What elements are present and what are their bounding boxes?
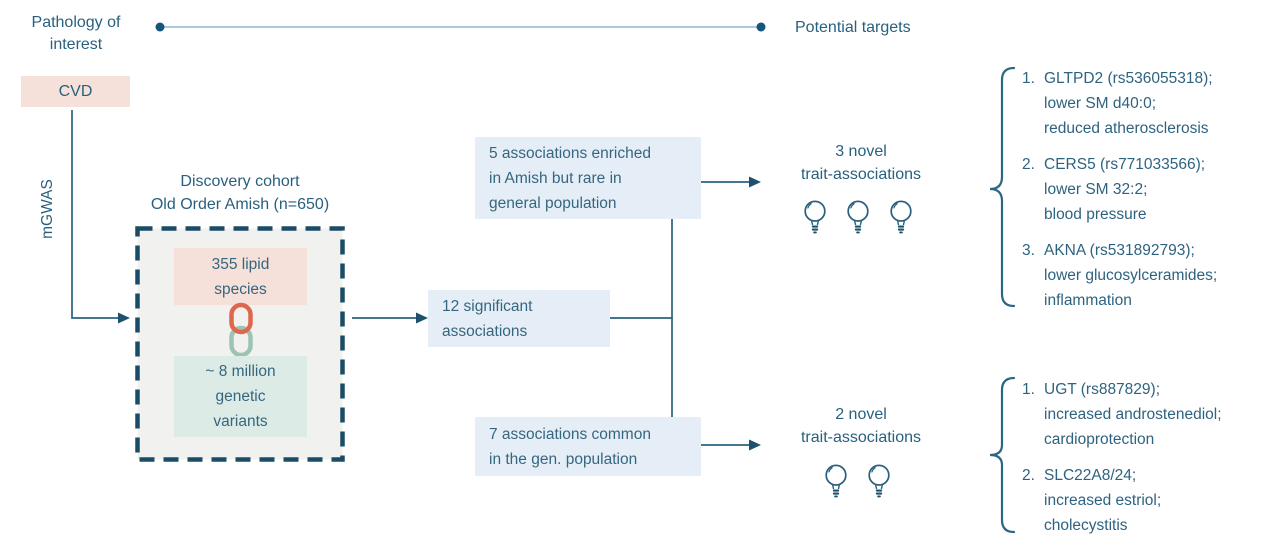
mgwas-label: mGWAS [39, 179, 56, 239]
lightbulb-icon [804, 200, 826, 234]
arrowhead-enriched-to-novel-top [749, 176, 761, 188]
significant-associations-box: 12 significant associations [428, 290, 610, 347]
lightbulb-icon [868, 464, 890, 498]
cohort-title: Discovery cohort Old Order Amish (n=650) [150, 173, 330, 213]
novel-top-label: 3 novel trait-associations [800, 143, 922, 183]
potential-targets-label: Potential targets [795, 19, 911, 36]
lightbulb-icon [847, 200, 869, 234]
brace-bottom-icon [989, 376, 1016, 534]
list-item: 3. AKNA (rs531892793); lower glucosylcer… [1022, 242, 1218, 309]
lightbulb-group-bottom [823, 463, 892, 503]
lipid-species-box: 355 lipid species [174, 248, 307, 305]
timeline-dot-right [756, 22, 766, 32]
lightbulb-group-top [802, 199, 914, 239]
list-item: 2. SLC22A8/24; increased estriol; cholec… [1022, 467, 1162, 534]
lightbulb-icon [825, 464, 847, 498]
list-item: 1. GLTPD2 (rs536055318); lower SM d40:0;… [1022, 70, 1213, 137]
genetic-variants-box: ~ 8 million genetic variants [174, 356, 307, 437]
list-item: 2. CERS5 (rs771033566); lower SM 32:2; b… [1022, 156, 1206, 223]
novel-bottom-label: 2 novel trait-associations [800, 406, 922, 446]
arrowhead-cvd-to-cohort [118, 312, 130, 324]
cvd-box: CVD [21, 76, 130, 107]
common-associations-box: 7 associations common in the gen. popula… [475, 417, 701, 476]
arrowhead-common-to-novel-bottom [749, 439, 761, 451]
arrowhead-cohort-to-significant [416, 312, 428, 324]
chain-link-icon [229, 302, 253, 358]
timeline-dot-left [155, 22, 165, 32]
target-list-top: 1. GLTPD2 (rs536055318); lower SM d40:0;… [1022, 66, 1280, 313]
lightbulb-icon [890, 200, 912, 234]
brace-top-icon [989, 66, 1016, 308]
list-item: 1. UGT (rs887829); increased androstened… [1022, 381, 1222, 448]
target-list-bottom: 1. UGT (rs887829); increased androstened… [1022, 377, 1280, 538]
enriched-associations-box: 5 associations enriched in Amish but rar… [475, 137, 701, 219]
pathology-of-interest-label: Pathology of interest [31, 14, 121, 53]
